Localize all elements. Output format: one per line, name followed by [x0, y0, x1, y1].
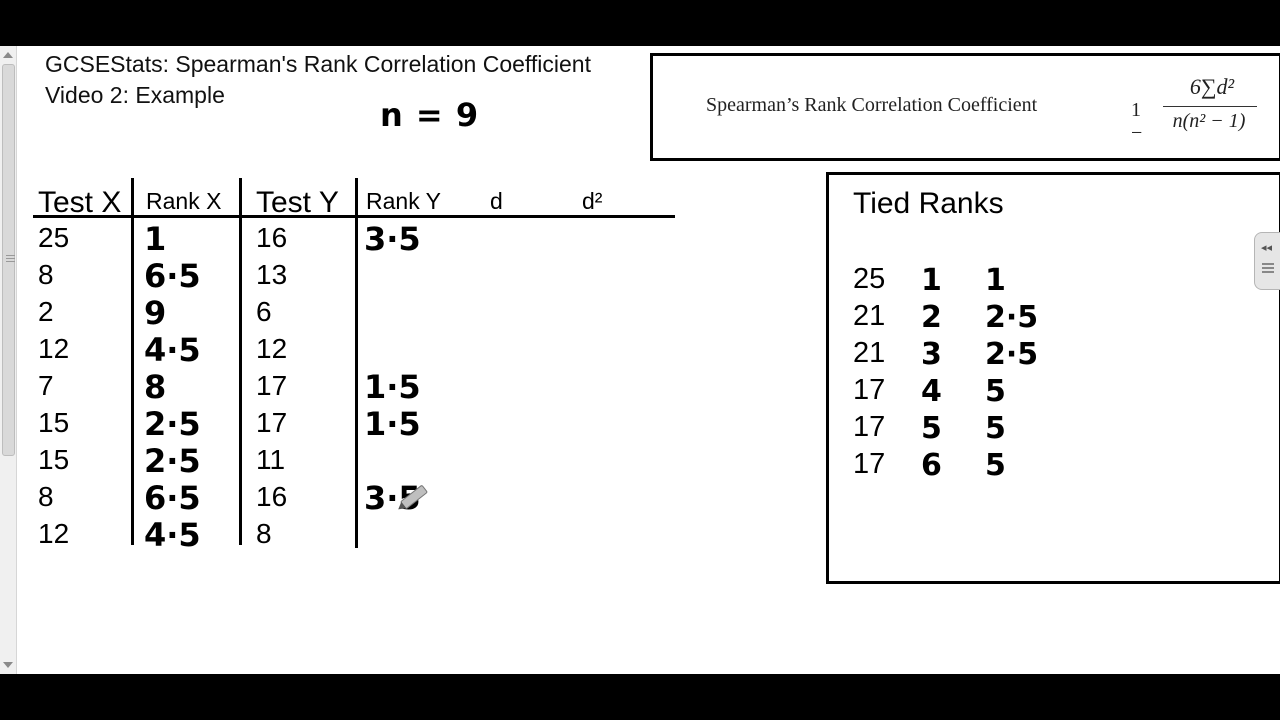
whiteboard-canvas: GCSEStats: Spearman's Rank Correlation C…	[0, 46, 1280, 674]
tied-rank: 5	[985, 411, 1006, 446]
cell-test-x: 15	[38, 407, 70, 438]
tied-value: 21	[853, 337, 886, 369]
cell-test-y: 13	[256, 259, 288, 290]
tied-position: 1	[921, 263, 942, 298]
scroll-thumb[interactable]	[2, 64, 15, 456]
fraction-bar	[1163, 106, 1257, 107]
cell-test-y: 16	[256, 222, 288, 253]
cell-test-x: 2	[38, 296, 54, 327]
cell-test-x: 8	[38, 481, 54, 512]
cell-rank-y: 1·5	[364, 405, 421, 443]
tied-rank: 2·5	[985, 337, 1039, 372]
header-rank-y: Rank Y	[366, 188, 442, 214]
cell-rank-x: 4·5	[144, 331, 201, 369]
tied-position: 2	[921, 300, 942, 335]
double-chevron-left-icon: ◂◂	[1261, 242, 1273, 254]
cell-test-x: 15	[38, 444, 70, 475]
scroll-up-arrow-icon[interactable]	[3, 52, 13, 58]
formula-one-minus: 1 −	[1131, 99, 1143, 144]
tied-value: 21	[853, 300, 886, 332]
cell-test-y: 12	[256, 333, 288, 364]
cell-test-x: 25	[38, 222, 70, 253]
cell-rank-x: 2·5	[144, 405, 201, 443]
video-letterbox-top	[0, 0, 1280, 46]
column-divider	[131, 178, 134, 545]
grip-icon	[6, 255, 15, 256]
cell-rank-x: 9	[144, 294, 167, 332]
grip-icon	[1262, 263, 1274, 265]
column-divider	[355, 178, 358, 548]
header-test-x: Test X	[38, 186, 122, 219]
cell-test-y: 6	[256, 296, 272, 327]
formula-label: Spearman’s Rank Correlation Coefficient	[706, 94, 1038, 116]
cell-test-y: 17	[256, 407, 288, 438]
tied-position: 3	[921, 337, 942, 372]
cell-rank-x: 6·5	[144, 479, 201, 517]
tied-value: 17	[853, 411, 886, 443]
cell-test-x: 7	[38, 370, 54, 401]
cell-test-x: 8	[38, 259, 54, 290]
cell-test-x: 12	[38, 333, 70, 364]
video-letterbox-bottom	[0, 674, 1280, 720]
page-title: GCSEStats: Spearman's Rank Correlation C…	[45, 51, 591, 77]
cell-rank-x: 6·5	[144, 257, 201, 295]
handwritten-n-note: n = 9	[380, 96, 480, 134]
tied-position: 5	[921, 411, 942, 446]
cell-rank-x: 8	[144, 368, 167, 406]
cell-test-y: 17	[256, 370, 288, 401]
tied-position: 4	[921, 374, 942, 409]
cell-rank-x: 2·5	[144, 442, 201, 480]
vertical-scrollbar[interactable]	[0, 46, 17, 674]
cell-rank-x: 4·5	[144, 516, 201, 554]
cell-rank-y: 1·5	[364, 368, 421, 406]
column-divider	[239, 178, 242, 545]
tied-rank: 5	[985, 448, 1006, 483]
cell-rank-x: 1	[144, 220, 167, 258]
header-d-squared: d²	[582, 188, 603, 214]
cell-test-y: 16	[256, 481, 288, 512]
tied-rank: 5	[985, 374, 1006, 409]
side-panel-toggle[interactable]: ◂◂	[1254, 232, 1280, 290]
tied-ranks-title: Tied Ranks	[853, 187, 1004, 220]
header-d: d	[490, 188, 503, 214]
cell-test-y: 8	[256, 518, 272, 549]
tied-rank: 2·5	[985, 300, 1039, 335]
header-test-y: Test Y	[256, 186, 339, 219]
page-subtitle: Video 2: Example	[45, 82, 225, 108]
tied-rank: 1	[985, 263, 1006, 298]
tied-position: 6	[921, 448, 942, 483]
formula-denominator: n(n² − 1)	[1172, 110, 1246, 132]
formula-box: Spearman’s Rank Correlation Coefficient …	[650, 53, 1280, 161]
header-rank-x: Rank X	[146, 188, 222, 214]
tied-value: 25	[853, 263, 886, 295]
cell-test-y: 11	[256, 444, 286, 475]
cell-rank-y: 3·5	[364, 220, 421, 258]
tied-value: 17	[853, 448, 886, 480]
cell-test-x: 12	[38, 518, 70, 549]
scroll-down-arrow-icon[interactable]	[3, 662, 13, 668]
header-rule	[33, 215, 675, 218]
formula-numerator: 6∑d²	[1189, 74, 1235, 99]
tied-value: 17	[853, 374, 886, 406]
